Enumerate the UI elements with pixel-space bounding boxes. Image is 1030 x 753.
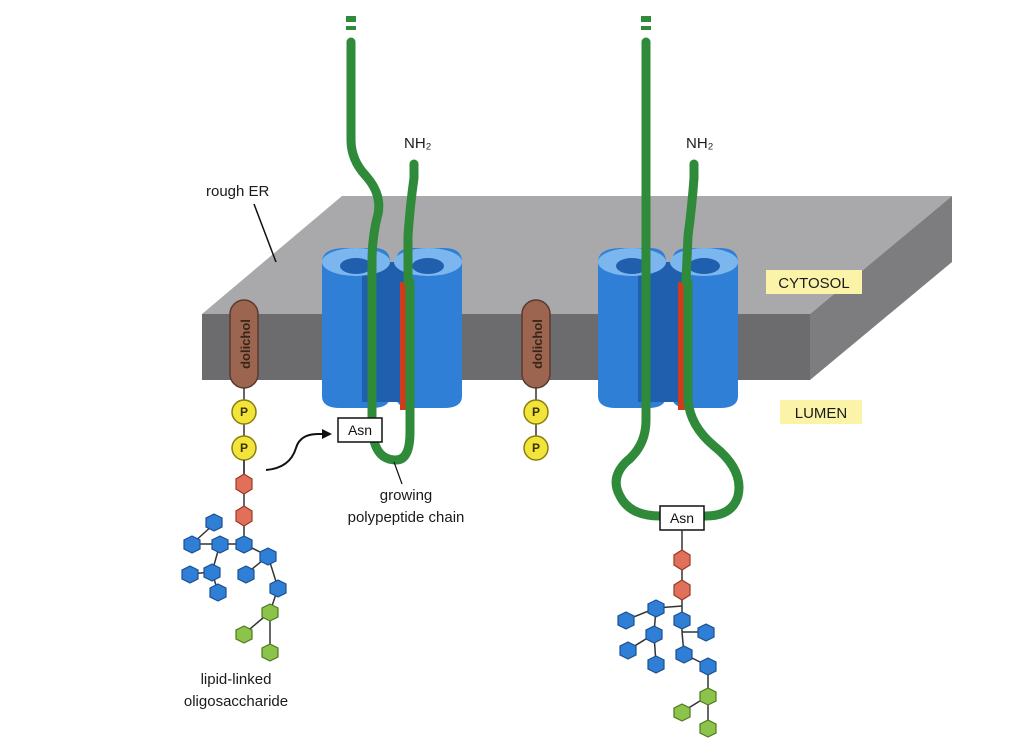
svg-text:P: P xyxy=(532,405,540,419)
lipid-linked-caption-2: oligosaccharide xyxy=(184,693,288,710)
phosphate-1 xyxy=(231,399,257,425)
growing-chain-caption-1: growing xyxy=(380,487,433,504)
svg-text:LUMEN: LUMEN xyxy=(795,405,848,422)
transfer-arrow xyxy=(265,429,332,471)
nh2-label-right: NH₂ xyxy=(686,135,714,152)
dolichol-right: dolichol xyxy=(521,299,551,389)
svg-text:dolichol: dolichol xyxy=(530,319,545,369)
svg-text:Asn: Asn xyxy=(670,510,694,526)
svg-text:P: P xyxy=(240,441,248,455)
cytosol-tag: CYTOSOL xyxy=(766,270,862,294)
phosphate-group-left: P P xyxy=(231,388,257,480)
svg-text:Asn: Asn xyxy=(348,422,372,438)
oligosaccharide-right xyxy=(617,530,717,738)
asn-box-left: Asn xyxy=(337,417,383,443)
polypeptide-left-stub xyxy=(346,16,356,22)
translocon-left xyxy=(322,248,462,410)
polypeptide-left xyxy=(346,37,419,465)
nh2-label-left: NH₂ xyxy=(404,135,432,152)
oligosaccharide-left xyxy=(181,460,287,662)
growing-chain-caption-2: polypeptide chain xyxy=(348,509,465,526)
svg-text:P: P xyxy=(240,405,248,419)
translocon-right xyxy=(598,248,738,410)
svg-text:P: P xyxy=(532,441,540,455)
dolichol-left: dolichol xyxy=(229,299,259,389)
svg-text:dolichol: dolichol xyxy=(238,319,253,369)
svg-text:CYTOSOL: CYTOSOL xyxy=(778,275,849,292)
lipid-linked-caption-1: lipid-linked xyxy=(201,671,272,688)
growing-chain-leader xyxy=(393,461,403,485)
asn-box-right: Asn xyxy=(659,505,705,531)
polypeptide-left-stripes xyxy=(345,22,357,34)
phosphate-group-right: P P xyxy=(523,388,549,461)
membrane-side-face xyxy=(810,196,952,380)
lumen-tag: LUMEN xyxy=(780,400,862,424)
rough-er-leader xyxy=(253,203,277,263)
rough-er-label: rough ER xyxy=(206,183,270,200)
